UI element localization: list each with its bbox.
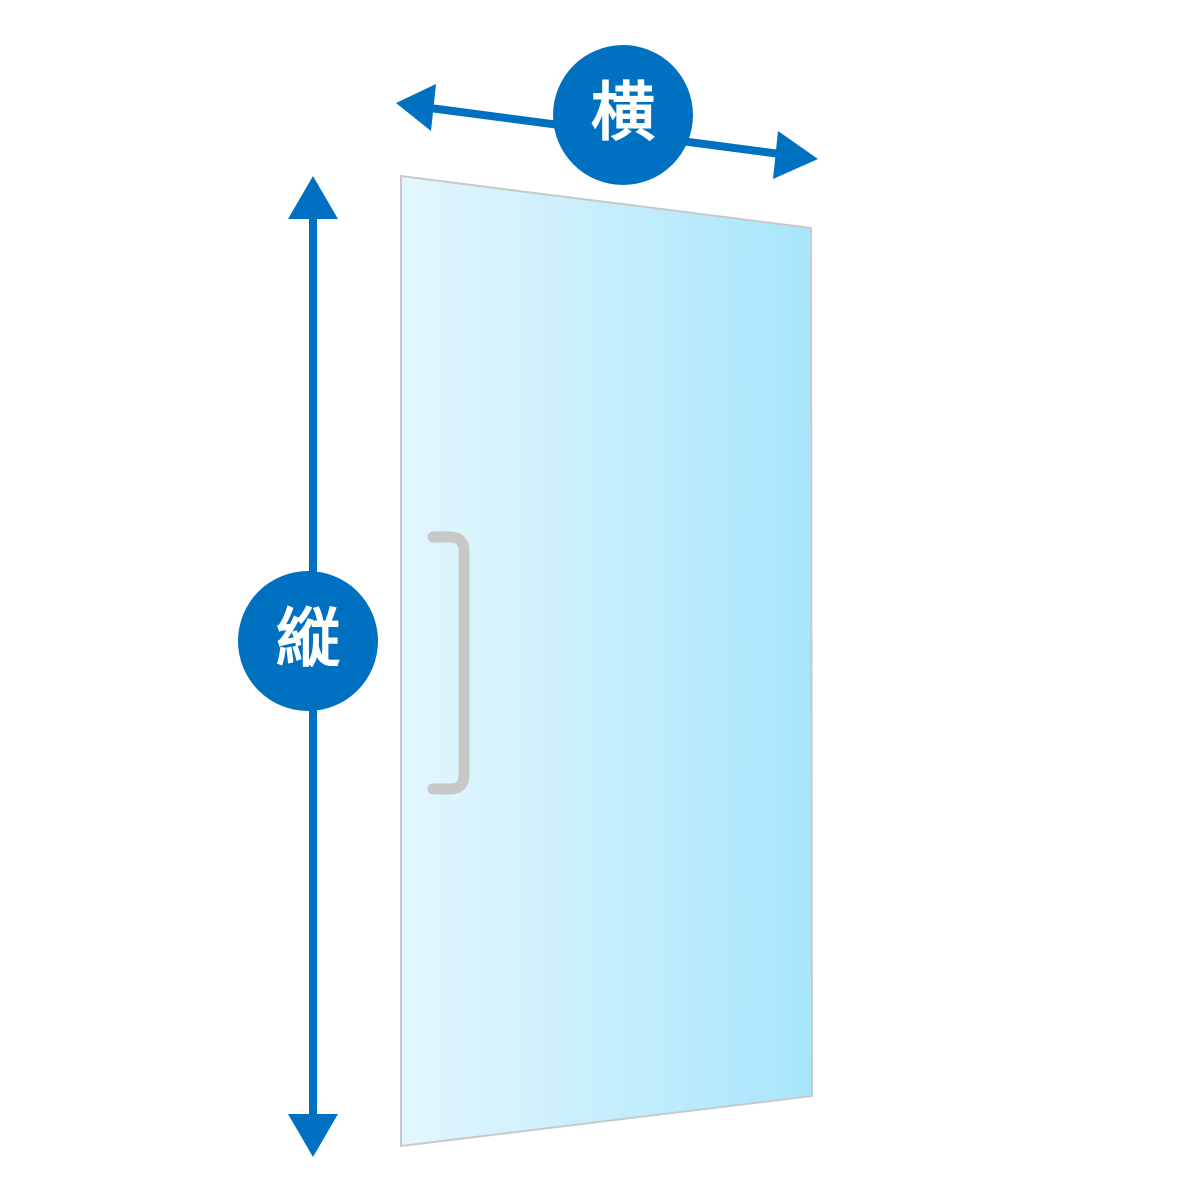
width-badge: 横 [553, 45, 693, 185]
bar-handle-icon [427, 531, 470, 795]
door-panel [400, 174, 814, 1148]
width-label: 横 [591, 77, 655, 151]
height-badge: 縦 [238, 571, 378, 711]
height-label: 縦 [276, 603, 340, 677]
